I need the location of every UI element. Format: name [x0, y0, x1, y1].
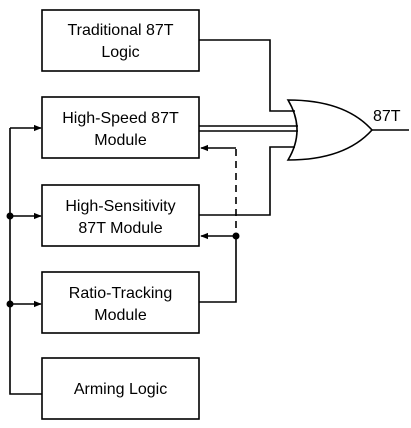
high-sensitivity-block-label-line1: High-Sensitivity	[65, 198, 175, 215]
traditional-to-or-wire	[199, 39, 295, 112]
feedback-junction-dot	[232, 232, 240, 240]
traditional-block-label-line1: Traditional 87T	[67, 22, 173, 39]
output-87t-label: 87T	[373, 108, 401, 125]
ratio-tracking-module-block: Ratio-Tracking Module	[41, 271, 200, 334]
traditional-block-label-line2: Logic	[101, 44, 139, 61]
ratio-tracking-feedback-wire	[199, 236, 237, 303]
high-speed-block-label-line1: High-Speed 87T	[62, 110, 179, 127]
high-sensitivity-87t-module-block: High-Sensitivity 87T Module	[41, 184, 200, 247]
high-speed-87t-module-block: High-Speed 87T Module	[41, 96, 200, 159]
traditional-87t-logic-block: Traditional 87T Logic	[41, 9, 200, 72]
ratio-tracking-block-label-line1: Ratio-Tracking	[69, 285, 172, 302]
arming-junction-dot-2	[6, 300, 14, 308]
high-sensitivity-block-label-line2: 87T Module	[78, 220, 162, 237]
arming-bus-wire	[9, 128, 42, 395]
arming-logic-block: Arming Logic	[41, 357, 200, 420]
arming-junction-dot-1	[6, 212, 14, 220]
arming-block-label: Arming Logic	[74, 381, 167, 398]
or-gate	[286, 99, 374, 161]
high-sensitivity-to-or-wire	[199, 146, 295, 216]
high-speed-block-label-line2: Module	[94, 132, 147, 149]
ratio-tracking-block-label-line2: Module	[94, 307, 147, 324]
